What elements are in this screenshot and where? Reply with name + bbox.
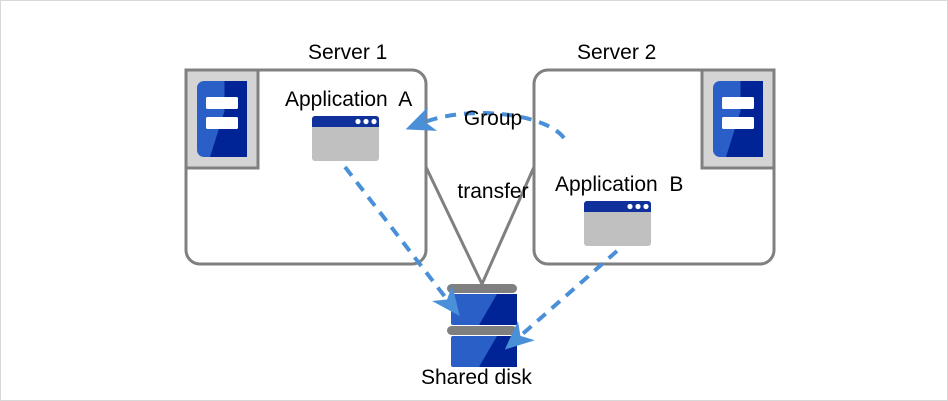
group-transfer-arrow [405, 107, 566, 140]
server-2-label: Server 2 [577, 41, 657, 64]
server-icon [184, 68, 260, 170]
disk-connector-lines [424, 166, 536, 285]
server-1-label: Server 1 [308, 41, 388, 64]
disk-stack-icon [447, 284, 517, 367]
application-window-icon [584, 201, 651, 246]
server-2-box [532, 68, 776, 266]
group-transfer-label-line2: transfer [457, 179, 529, 203]
shared-disk-label: Shared disk [421, 366, 532, 389]
server-icon [700, 68, 776, 170]
application-a-label: Application A [285, 88, 413, 111]
app-a-to-disk-arrow [343, 165, 460, 316]
app-b-to-disk-arrow [504, 249, 619, 350]
application-window-icon [312, 116, 379, 161]
group-transfer-label-line1: Group [463, 107, 523, 131]
application-b-label: Application B [555, 173, 684, 196]
group-transfer-label: Group transfer [450, 59, 536, 252]
